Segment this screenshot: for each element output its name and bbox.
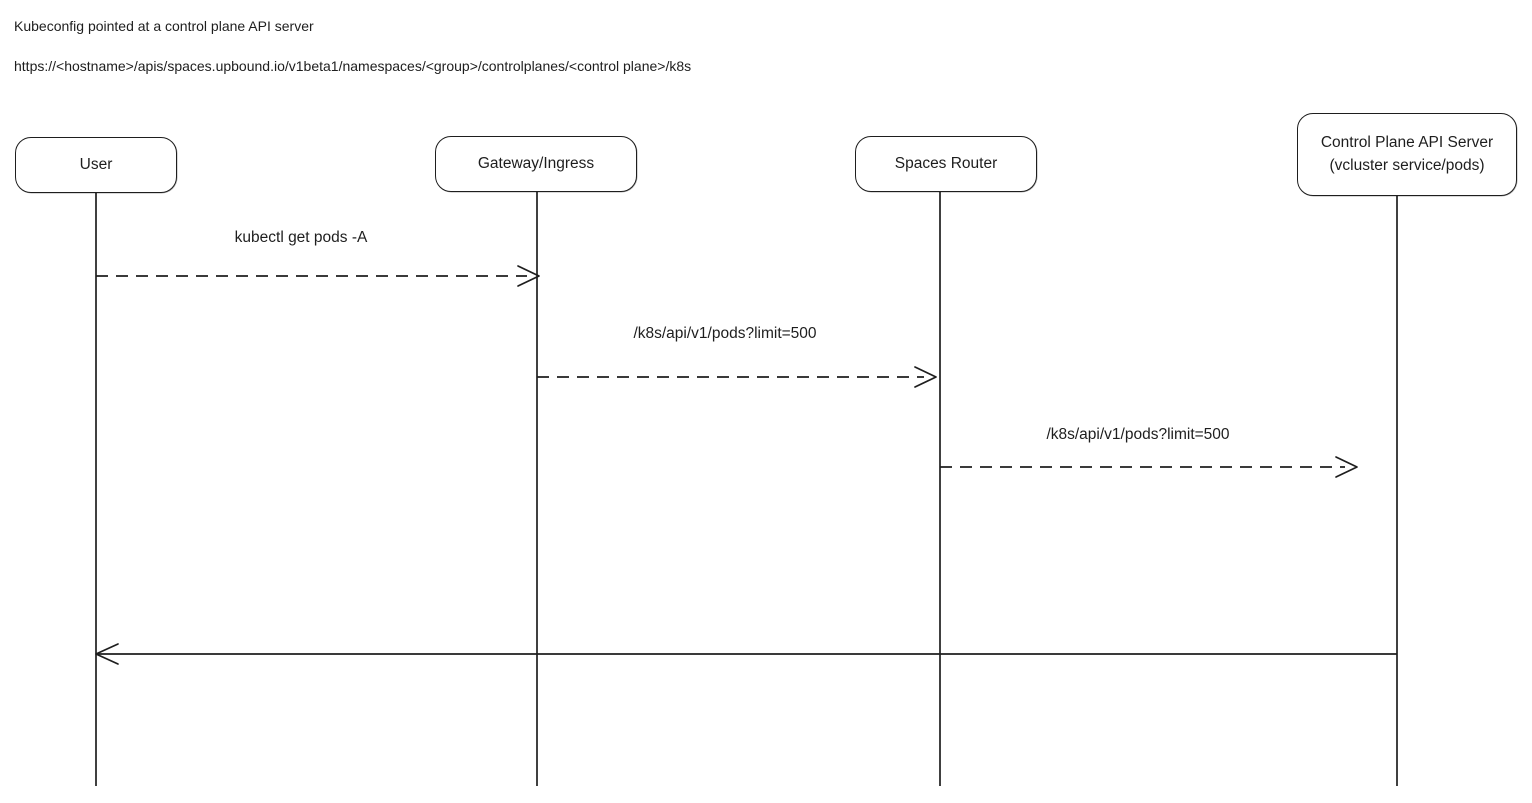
actor-label: User: [79, 155, 113, 173]
actor-label: Control Plane API Server: [1320, 134, 1494, 152]
actor-sublabel: (vcluster service/pods): [1329, 156, 1485, 174]
actor-label: Gateway/Ingress: [477, 154, 595, 172]
message-label-3: /k8s/api/v1/pods?limit=500: [1044, 426, 1232, 444]
kubeconfig-url: https://<hostname>/apis/spaces.upbound.i…: [14, 58, 692, 74]
actor-box-gateway-ingress: Gateway/Ingress: [435, 136, 637, 192]
diagram-title: Kubeconfig pointed at a control plane AP…: [14, 18, 314, 34]
message-label-1: kubectl get pods -A: [232, 229, 370, 247]
arrowhead-left-icon: [95, 643, 119, 665]
message-label-2: /k8s/api/v1/pods?limit=500: [631, 325, 819, 343]
arrowhead-right-icon: [517, 265, 540, 287]
actor-box-user: User: [15, 137, 177, 193]
actor-box-control-plane: Control Plane API Server (vcluster servi…: [1297, 113, 1517, 196]
actor-label: Spaces Router: [894, 154, 998, 172]
actor-box-spaces-router: Spaces Router: [855, 136, 1037, 192]
arrowhead-right-icon: [1335, 456, 1358, 478]
arrowhead-right-icon: [914, 366, 937, 388]
